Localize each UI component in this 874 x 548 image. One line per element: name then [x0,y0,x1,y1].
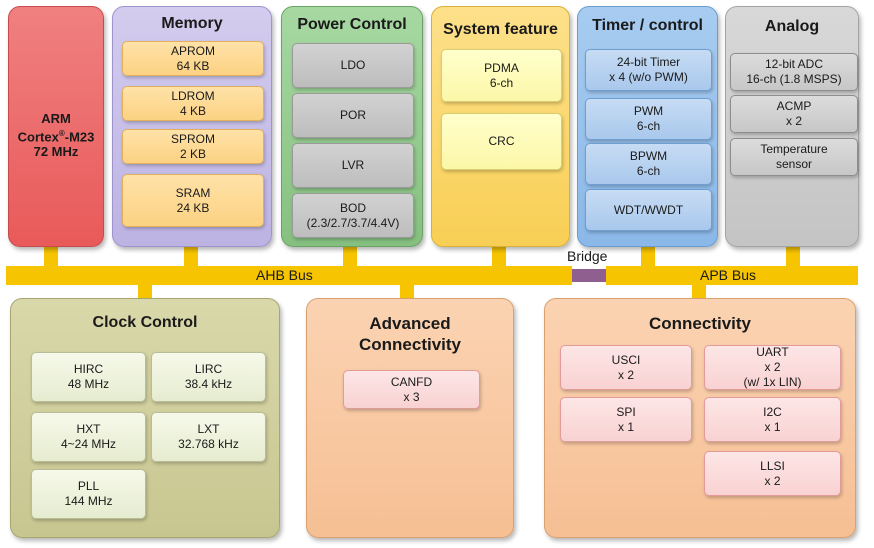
cpu-vendor: ARM [41,111,71,126]
timer-wdt: WDT/WWDT [585,189,712,231]
connectivity-bus-connector [692,284,706,300]
timer-control-title: Timer / control [592,17,703,34]
power-control-panel: Power Control LDO POR LVR BOD(2.3/2.7/3.… [281,6,423,247]
ahb-bus [6,266,572,285]
memory-title: Memory [161,15,223,32]
cpu-block: ARM Cortex®-M23 72 MHz [8,6,104,247]
cpu-core: Cortex®-M23 [17,129,95,145]
clock-control-title: Clock Control [92,314,198,331]
power-ldo: LDO [292,43,414,88]
cpu-frequency: 72 MHz [33,144,79,160]
clock-bus-connector [138,284,152,300]
power-control-title: Power Control [297,16,407,33]
power-bod: BOD(2.3/2.7/3.7/4.4V) [292,193,414,238]
apb-bus [606,266,858,285]
system-feature-title: System feature [443,21,558,38]
bridge-label: Bridge [567,248,608,264]
connectivity-title: Connectivity [648,314,752,333]
power-lvr: LVR [292,143,414,188]
bridge-connector [572,269,606,282]
power-bus-connector [343,247,357,267]
advanced-bus-connector [400,284,414,300]
analog-bus-connector [786,247,800,267]
ahb-bus-label: AHB Bus [256,267,313,283]
analog-title: Analog [764,18,820,35]
advanced-connectivity-title: Advanced Connectivity [358,314,462,354]
system-bus-connector [492,247,506,267]
timer-bus-connector [641,247,655,267]
cpu-bus-connector [44,247,58,267]
memory-bus-connector [184,247,198,267]
power-por: POR [292,93,414,138]
system-crc: CRC [441,113,562,170]
apb-bus-label: APB Bus [700,267,757,283]
